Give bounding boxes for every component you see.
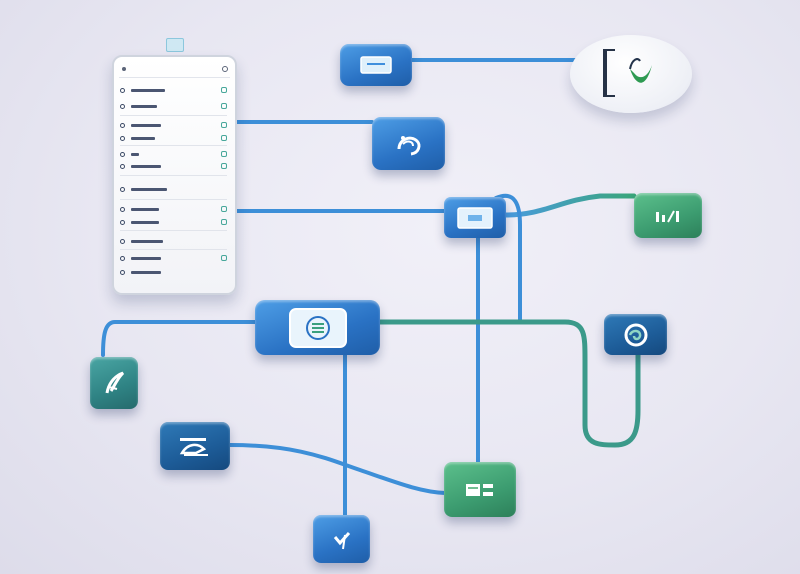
screen-hub[interactable]: [444, 197, 506, 238]
phone-header: [119, 61, 230, 78]
connector-hub-to-analytics: [502, 193, 637, 218]
phone-list-row: [120, 253, 227, 263]
chart-module[interactable]: [444, 462, 516, 517]
connector-media-to-right: [377, 319, 641, 448]
feather-icon: [105, 371, 125, 394]
chart-icon: [466, 483, 493, 496]
check-icon: [333, 531, 350, 550]
phone-list-row: [120, 184, 227, 194]
top-monitor-module[interactable]: [340, 44, 412, 86]
connector-hub-loop: [494, 194, 522, 324]
phone-clip-tab: [166, 38, 184, 52]
check-module[interactable]: [313, 515, 370, 563]
brand-logo-oval[interactable]: [570, 35, 692, 113]
phone-list-row: [120, 267, 227, 277]
swirl-icon: [624, 323, 647, 346]
cloud-wave-icon: [397, 135, 420, 155]
bars-icon: [656, 210, 679, 222]
card-icon: [179, 438, 208, 456]
phone-list-row: [120, 217, 227, 227]
camera-icon: [288, 307, 347, 348]
cloud-module[interactable]: [372, 117, 445, 170]
phone-list-row: [120, 101, 227, 111]
swirl-module[interactable]: [604, 314, 667, 355]
feather-module[interactable]: [90, 357, 138, 409]
media-hub[interactable]: [255, 300, 380, 355]
phone-list-row: [120, 133, 227, 143]
screen-icon: [457, 206, 493, 229]
monitor-icon: [360, 56, 392, 74]
phone-list-row: [120, 120, 227, 130]
phone-list-row: [120, 204, 227, 214]
analytics-module[interactable]: [634, 193, 702, 238]
connector-payment-to-chart: [228, 443, 447, 495]
mobile-app-mockup: [112, 55, 237, 295]
phone-list-row: [120, 161, 227, 171]
payment-module[interactable]: [160, 422, 230, 470]
green-swoosh-logo: [603, 49, 652, 97]
phone-list-row: [120, 149, 227, 159]
phone-list-row: [120, 85, 227, 95]
connector-media-to-feather: [101, 320, 257, 357]
phone-list-row: [120, 236, 227, 246]
